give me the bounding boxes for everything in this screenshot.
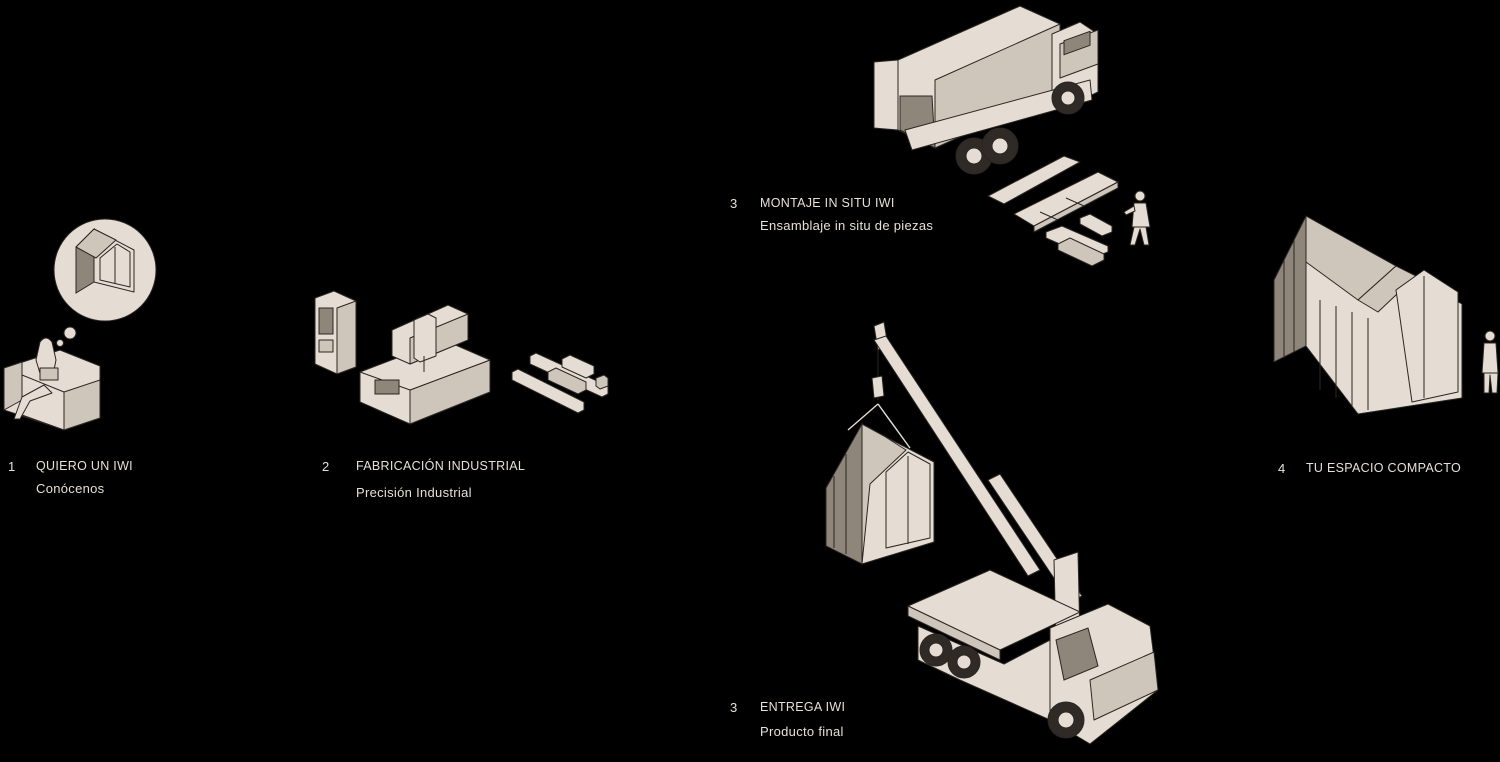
thought-bubble-icon — [53, 218, 157, 347]
worker-icon — [1123, 190, 1151, 246]
box-truck-icon — [873, 5, 1099, 175]
control-cabinet-icon — [314, 290, 357, 375]
compact-house-icon — [1273, 215, 1463, 415]
step-number: 1 — [8, 459, 16, 474]
step-title: FABRICACIÓN INDUSTRIAL — [356, 459, 526, 473]
small-house-icon — [75, 227, 135, 294]
step-title: MONTAJE IN SITU IWI — [760, 196, 895, 210]
step-title: QUIERO UN IWI — [36, 459, 133, 473]
timber-pieces-icon — [511, 352, 609, 414]
step-title: TU ESPACIO COMPACTO — [1306, 461, 1462, 475]
step-subtitle: Precisión Industrial — [356, 485, 472, 500]
step-number: 2 — [322, 459, 330, 474]
crane-truck-icon — [907, 569, 1159, 745]
step-number: 3 — [730, 700, 738, 715]
step-number: 3 — [730, 196, 738, 211]
person-on-sofa-icon — [3, 337, 101, 431]
suspended-house-icon — [825, 422, 935, 565]
standing-person-icon — [1481, 330, 1499, 394]
house-panels-icon — [987, 155, 1119, 267]
step-subtitle: Producto final — [760, 724, 844, 739]
step-subtitle: Ensamblaje in situ de piezas — [760, 218, 934, 233]
step-subtitle: Conócenos — [36, 481, 105, 496]
step-title: ENTREGA IWI — [760, 700, 846, 714]
step-number: 4 — [1278, 461, 1286, 476]
cnc-machine-icon — [359, 304, 491, 425]
